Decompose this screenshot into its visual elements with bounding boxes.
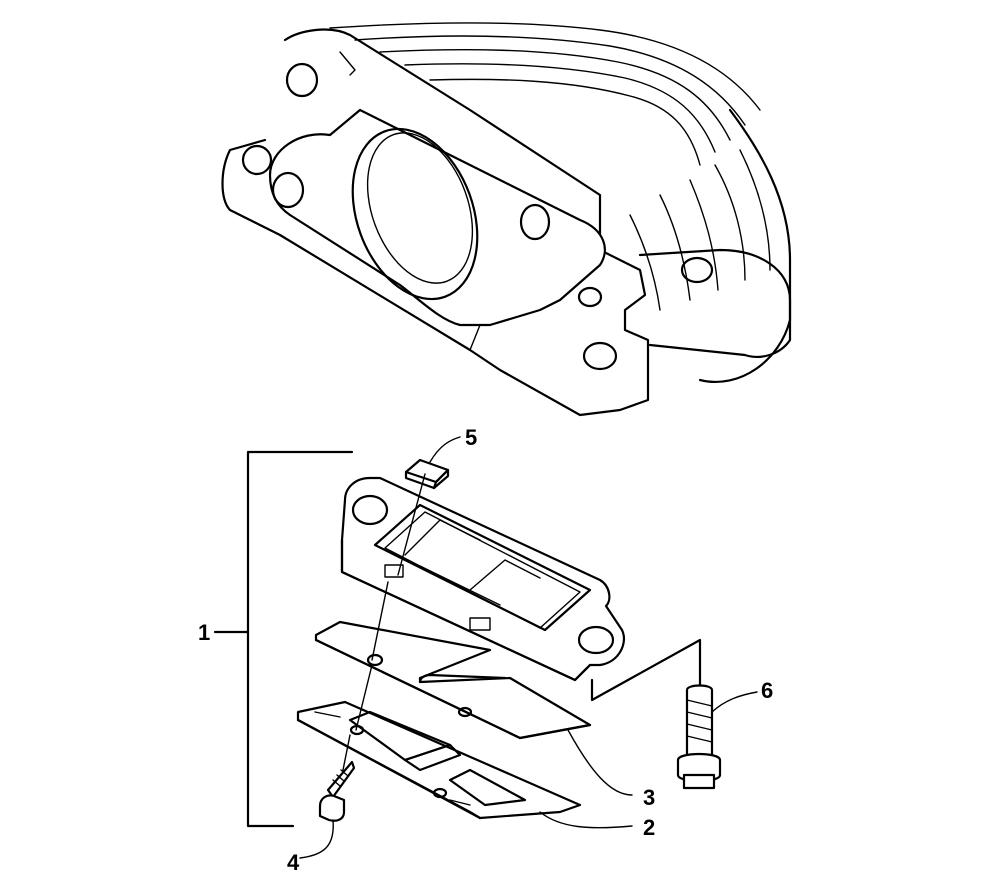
part-4-screw <box>318 760 356 822</box>
callout-1: 1 <box>198 620 210 645</box>
callout-labels: 1 2 3 4 5 6 <box>198 425 773 875</box>
reed-valve-cage <box>340 476 626 682</box>
assembly-bracket <box>213 450 354 828</box>
part-6-bolt <box>590 638 722 790</box>
callout-2: 2 <box>643 815 655 840</box>
alignment-lines <box>342 581 389 771</box>
part-3-reed-petal <box>314 620 592 740</box>
callout-6: 6 <box>761 678 773 703</box>
callout-4: 4 <box>287 850 300 875</box>
engine-cylinder <box>221 22 792 417</box>
part-5-retainer <box>397 458 450 576</box>
leader-lines <box>299 436 758 859</box>
callout-5: 5 <box>465 425 477 450</box>
callout-3: 3 <box>643 785 655 810</box>
